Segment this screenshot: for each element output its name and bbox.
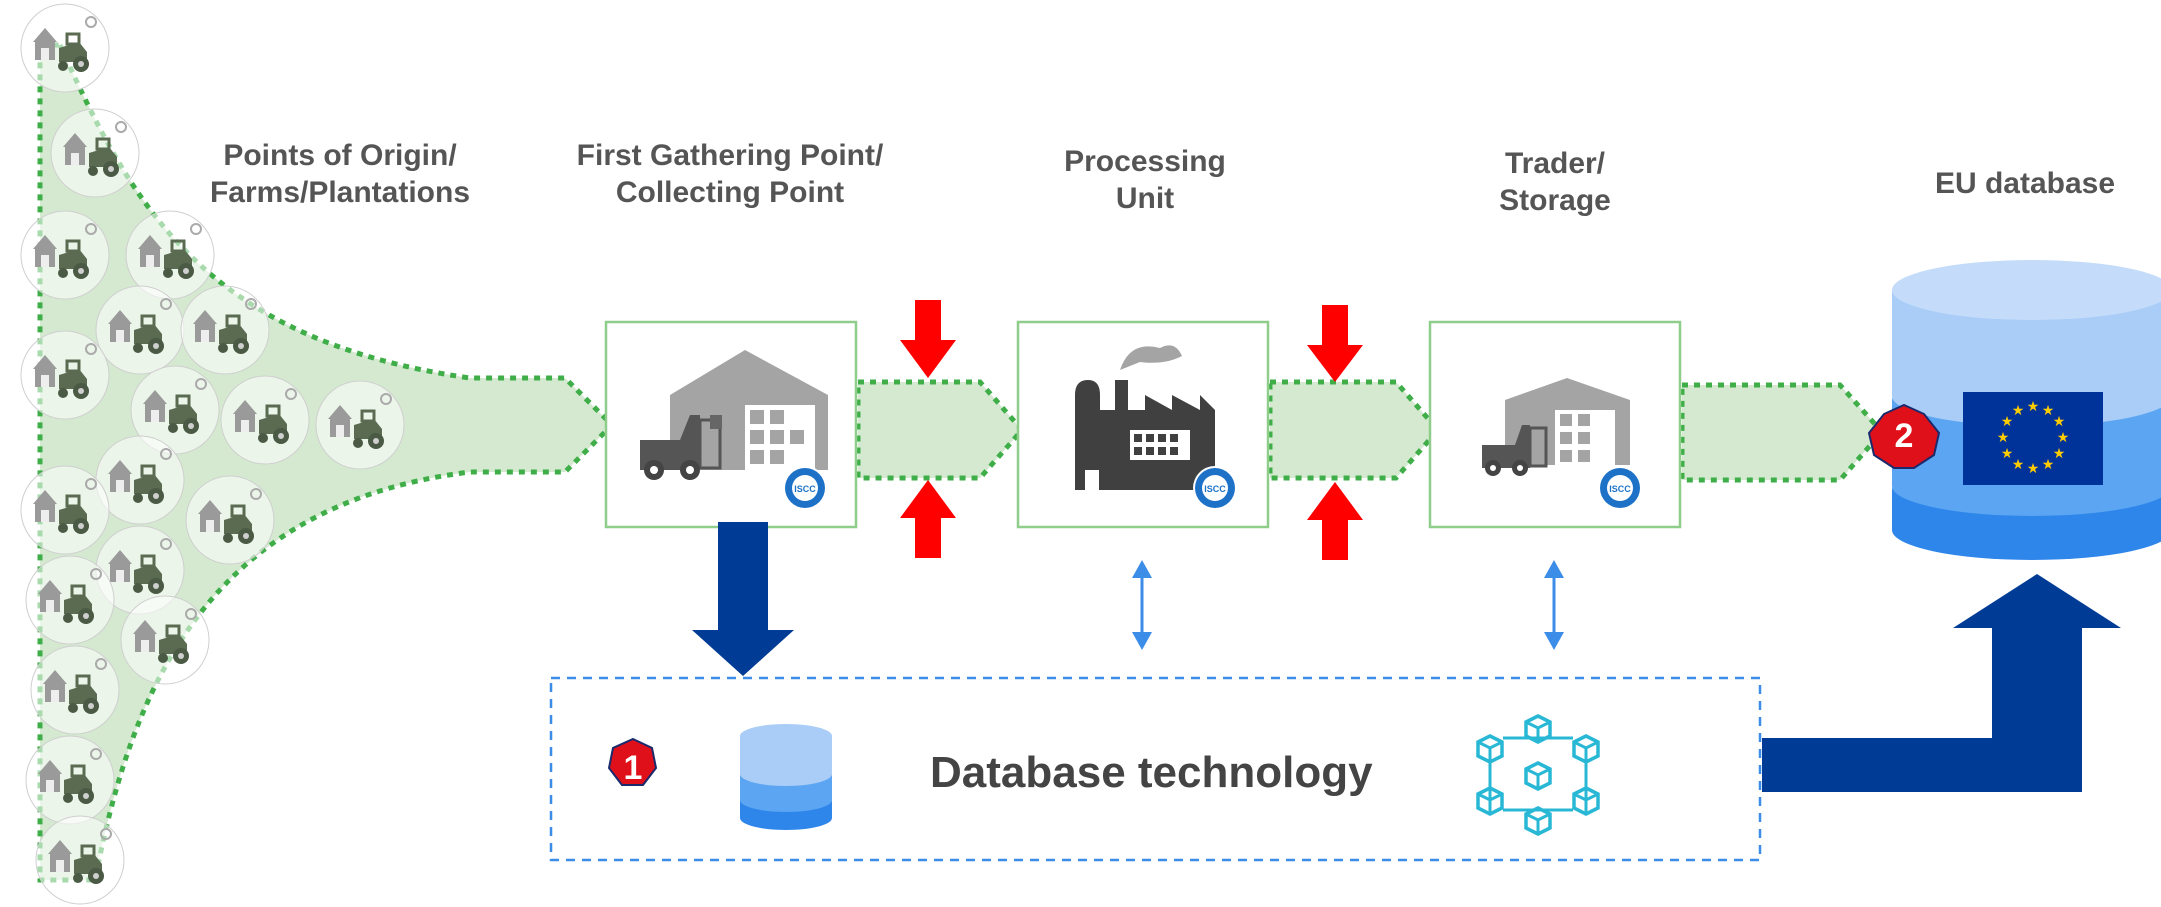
farm-tractor-icon [49,107,141,199]
label-line: Collecting Point [615,176,845,209]
stage-label-processing: Processing Unit [1000,143,1290,217]
flow-arrow-processing-trader [1267,379,1442,481]
farm-tractor-icon [19,209,111,301]
farm-tractor-icon [19,464,111,556]
red-arrow-down [900,300,956,378]
farm-tractor-icon [119,594,211,686]
farm-tractor-icon [184,474,276,566]
svg-text:★: ★ [2001,446,2014,462]
svg-text:★: ★ [2053,446,2066,462]
label-line: Trader/ [1504,147,1606,180]
step-badge-1: 1 [607,737,658,787]
warehouse-forklift-icon [640,350,828,480]
blue-arrow-to-eu-database [1762,574,2121,792]
step-badge-2: 2 [1867,403,1941,469]
farm-tractor-icon [19,329,111,421]
svg-text:★: ★ [2027,399,2040,415]
svg-text:★: ★ [2012,457,2025,473]
farm-tractor-icon [94,284,186,376]
stage-label-gathering: First Gathering Point/ Collecting Point [560,137,900,211]
farm-tractor-icon [314,379,406,471]
red-arrow-up [1307,482,1363,560]
farm-tractor-icon [179,284,271,376]
label-line: Unit [1115,182,1175,215]
database-technology-box [549,676,1762,862]
label-line: Storage [1499,184,1611,217]
red-arrow-down [1307,305,1363,382]
svg-text:★: ★ [2042,457,2055,473]
eu-flag-icon: ★ ★ ★ ★ ★ ★ ★ ★ ★ ★ ★ ★ [1963,392,2103,485]
farm-tractor-icon [29,644,121,736]
svg-text:★: ★ [2027,461,2040,477]
iscc-seal-icon [1193,466,1237,510]
blockchain-cubes-icon [1476,714,1600,836]
database-cylinder-icon [740,724,832,830]
database-technology-title: Database technology [930,748,1373,797]
farm-tractor-icon [34,814,126,906]
iscc-seal-icon [1598,466,1642,510]
farm-tractor-icon [19,2,111,94]
svg-text:★: ★ [1997,430,2010,446]
double-arrows [1132,560,1564,650]
stage-label-origin: Points of Origin/ Farms/Plantations [180,137,500,211]
label-line: EU database [1934,167,2116,200]
svg-text:★: ★ [2001,414,2014,430]
svg-text:★: ★ [2053,414,2066,430]
farm-tractor-icon [24,734,116,826]
badge-number: 1 [624,749,643,787]
label-line: Points of Origin/ [223,139,457,172]
label-line: First Gathering Point/ [576,139,884,172]
stage-label-eu: EU database [1890,165,2160,202]
svg-text:★: ★ [2057,430,2070,446]
farm-tractor-icon [24,554,116,646]
label-line: Farms/Plantations [209,176,471,209]
factory-icon [1075,345,1215,490]
farm-tractor-icon [219,374,311,466]
blue-arrow-to-database-tech [692,522,794,676]
flow-arrow-gathering-processing [855,379,1026,481]
badge-number: 2 [1895,417,1914,455]
flow-arrow-trader-eu [1679,382,1886,483]
red-arrow-up [900,480,956,558]
red-arrows [900,300,1363,560]
svg-text:★: ★ [2012,403,2025,419]
label-line: Processing [1064,145,1226,178]
iscc-seal-icon [783,466,827,510]
svg-text:★: ★ [2042,403,2055,419]
warehouse-forklift-icon [1482,378,1630,476]
stage-label-trader: Trader/ Storage [1410,145,1700,219]
